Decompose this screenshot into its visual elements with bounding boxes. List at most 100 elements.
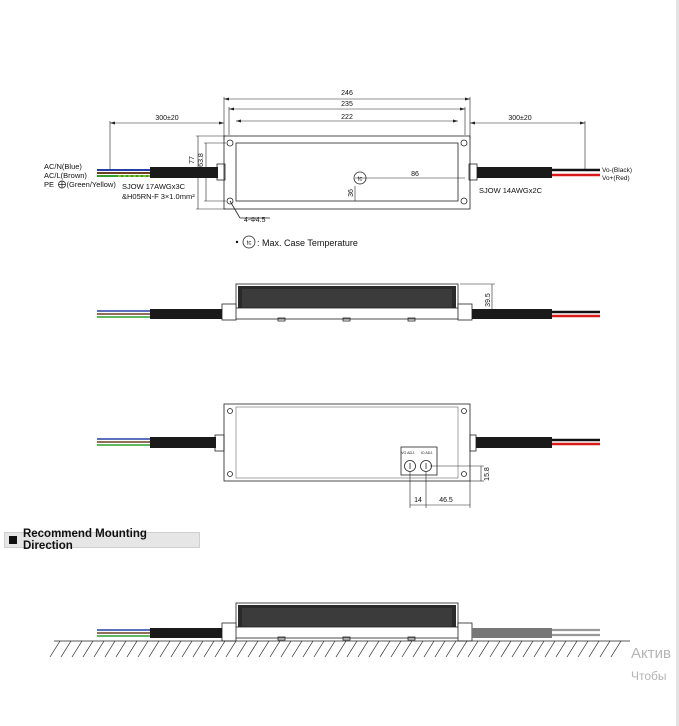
ground-hatch-line [214, 640, 226, 658]
ground-hatch-line [456, 640, 468, 658]
ground-hatch-line [280, 640, 292, 658]
ground-hatch-line [423, 640, 435, 658]
section-bullet-icon [9, 536, 17, 544]
wire-label-line: AC/L(Brown) [44, 171, 87, 180]
bottom-input-cable [97, 437, 216, 448]
ground-hatch-line [258, 640, 270, 658]
dim-arrows [110, 97, 585, 125]
ground-hatch-line [181, 640, 193, 658]
tc-note-icon [242, 235, 256, 249]
dim-pot-from-edge: 46.5 [439, 497, 453, 504]
side-input-cable [97, 309, 222, 319]
vo-adjust-pot-icon [404, 460, 416, 472]
ground-hatch-line [500, 640, 512, 658]
dim-mounting-pitch: 222 [341, 114, 353, 121]
ground-hatch-line [148, 640, 160, 658]
input-cable-spec-2: &H05RN-F 3×1.0mm² [122, 192, 195, 201]
dim-output-cable-length: 300±20 [508, 115, 531, 122]
wire-label-vo-plus: Vo+(Red) [602, 175, 630, 182]
ground-hatch-line [511, 640, 523, 658]
top-output-cable [477, 167, 600, 178]
dim-height-outer: 77 [189, 156, 196, 164]
watermark-line-1: Актив [631, 645, 671, 662]
wire-label-vo-minus: Vo-(Black) [602, 167, 632, 174]
io-adjust-label: IO ADJ. [421, 451, 433, 455]
ground-hatch-line [588, 640, 600, 658]
ground-hatch-line [566, 640, 578, 658]
ground-hatch-line [434, 640, 446, 658]
ground-hatch-line [104, 640, 116, 658]
ground-hatch-line [313, 640, 325, 658]
ground-hatch-line [533, 640, 545, 658]
ground-hatch-line [302, 640, 314, 658]
mounting-input-cable [97, 628, 222, 638]
mount-hole [226, 197, 234, 205]
ground-hatch-line [522, 640, 534, 658]
ground-hatch-line [203, 640, 215, 658]
adjust-pot-panel [400, 446, 438, 476]
side-view [221, 283, 495, 322]
ground-hatch-line [159, 640, 171, 658]
tc-note-text: : Max. Case Temperature [257, 238, 358, 248]
bottom-housing [223, 403, 471, 482]
watermark-line-2: Чтобы [631, 669, 667, 683]
section-title: Recommend Mounting Direction [22, 528, 147, 552]
tc-symbol-label: tc [358, 177, 363, 183]
ground-hatch-line [489, 640, 501, 658]
ground-hatch-line [357, 640, 369, 658]
tc-marker-icon [353, 171, 367, 185]
ground-hatch-line [71, 640, 83, 658]
section-heading-mounting: Recommend Mounting Direction [4, 528, 200, 552]
ground-hatch-line [544, 640, 556, 658]
side-output-cable [472, 309, 600, 319]
ground-hatch-line [170, 640, 182, 658]
input-cable-spec-1: SJOW 17AWGx3C [122, 182, 186, 191]
ground-hatch-line [82, 640, 94, 658]
top-input-cable [97, 167, 218, 178]
ground-hatch-line [60, 640, 72, 658]
wire-label-neutral: AC/N(Blue) [44, 162, 82, 171]
tc-note-symbol: tc [247, 241, 252, 247]
ground-hatch-line [555, 640, 567, 658]
ground-hatch-line [49, 640, 61, 658]
ground-hatch-line [236, 640, 248, 658]
page-edge-strip [676, 0, 679, 726]
ground-icon [58, 180, 66, 189]
mounting-output-cable [472, 628, 600, 638]
ground-hatch-line [390, 640, 402, 658]
ground-hatch-line [346, 640, 358, 658]
dim-input-cable-length: 300±20 [155, 115, 178, 122]
ground-hatch-line [225, 640, 237, 658]
ground-hatch-line [368, 640, 380, 658]
ground-hatch-line [401, 640, 413, 658]
ground-hatch-line [137, 640, 149, 658]
dim-pot-height: 15.8 [484, 467, 491, 481]
ground-hatch-line [247, 640, 259, 658]
wire-label-earth: (Green/Yellow) [67, 180, 117, 189]
vo-adjust-label: VO ADJ. [401, 451, 415, 455]
ground-hatch-line [599, 640, 611, 658]
mount-hole [460, 197, 468, 205]
dim-height-inner: 63.8 [198, 153, 205, 167]
ground-hatch-line [610, 640, 622, 658]
ground-hatch-line [467, 640, 479, 658]
mounting-view [221, 602, 473, 642]
ground-hatch-line [126, 640, 138, 658]
dim-tc-x: 86 [411, 171, 419, 178]
ground-hatch-line [445, 640, 457, 658]
ground-hatch-line [324, 640, 336, 658]
bottom-output-cable [476, 437, 600, 448]
ground-hatch-line [478, 640, 490, 658]
dim-side-height: 39.5 [485, 293, 492, 307]
note-bullet [235, 240, 239, 244]
mount-hole [226, 139, 234, 147]
dim-tc-y: 36 [348, 189, 355, 197]
top-housing [223, 135, 471, 210]
mount-hole [460, 139, 468, 147]
ground-hatch-line [192, 640, 204, 658]
ground-surface [49, 640, 630, 658]
dim-body-width: 235 [341, 101, 353, 108]
dim-total-width: 246 [341, 90, 353, 97]
ground-hatch-line [379, 640, 391, 658]
